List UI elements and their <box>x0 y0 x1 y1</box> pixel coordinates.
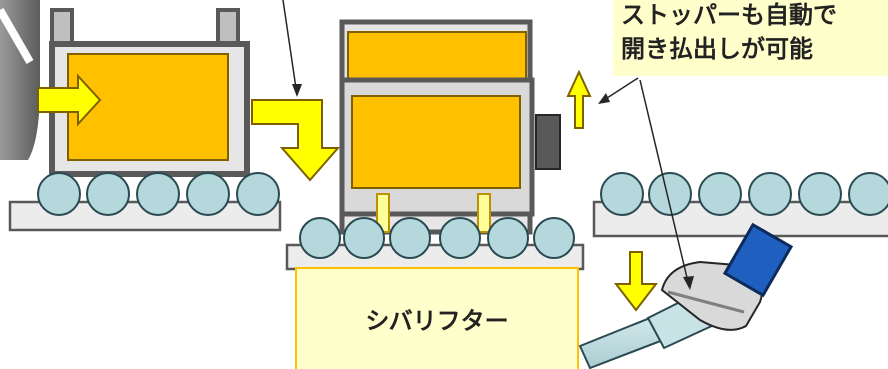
callout-line-1: ストッパーも自動で <box>621 1 837 29</box>
leader-line-stopper <box>603 77 639 101</box>
stopper-callout: ストッパーも自動で 開き払出しが可能 <box>613 0 888 76</box>
left-conveyor <box>8 172 282 232</box>
actuator-down-arrow <box>613 251 659 312</box>
center-conveyor <box>285 217 585 271</box>
stopper-up-arrow <box>566 69 592 129</box>
lift-pin-right <box>477 193 491 233</box>
leader-line-left <box>282 0 298 96</box>
lifter-body <box>295 267 579 369</box>
stopper <box>535 114 561 170</box>
callout-line-2: 開き払出しが可能 <box>621 35 813 63</box>
sensor-head <box>722 222 794 298</box>
right-conveyor <box>592 172 888 238</box>
transfer-down-arrow <box>251 99 341 182</box>
worker-icon <box>0 0 40 160</box>
lifter-label: シバリフター <box>365 307 509 335</box>
push-arrow <box>37 73 102 127</box>
center-cart <box>339 19 535 235</box>
lower-cargo-box <box>351 95 521 189</box>
leader-line-sensor <box>639 79 689 283</box>
